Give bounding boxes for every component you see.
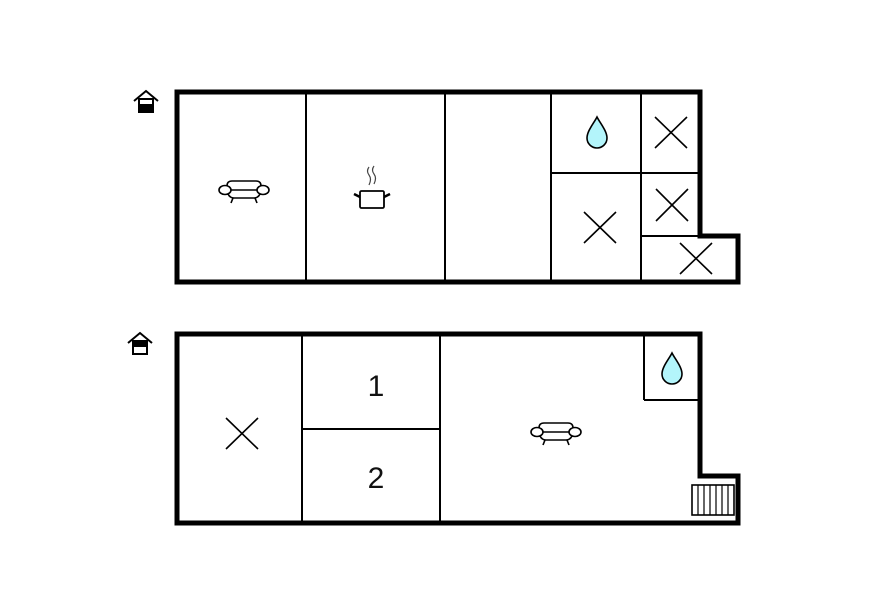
upper-floor bbox=[133, 89, 741, 285]
cooking-pot-icon bbox=[353, 165, 391, 209]
x-mark-icon bbox=[225, 417, 259, 450]
x-mark-icon bbox=[679, 242, 713, 275]
house-entrance-icon bbox=[127, 331, 153, 355]
house-entrance-icon bbox=[133, 89, 159, 113]
room-label-2: 2 bbox=[368, 462, 385, 495]
x-mark-icon bbox=[655, 188, 689, 222]
sofa-icon bbox=[530, 422, 582, 446]
x-mark-icon bbox=[654, 116, 688, 149]
lower-outer-wall bbox=[174, 331, 741, 526]
x-mark-icon bbox=[583, 211, 617, 244]
sofa-icon bbox=[218, 180, 270, 204]
lower-floor: 1 2 bbox=[127, 331, 741, 526]
stairs-icon bbox=[691, 484, 735, 516]
room-label-1: 1 bbox=[368, 370, 385, 403]
water-drop-icon bbox=[661, 351, 683, 385]
lower-interior-walls bbox=[301, 335, 699, 522]
water-drop-icon bbox=[586, 115, 608, 149]
upper-interior-walls bbox=[305, 93, 699, 281]
upper-outer-wall bbox=[174, 89, 741, 285]
